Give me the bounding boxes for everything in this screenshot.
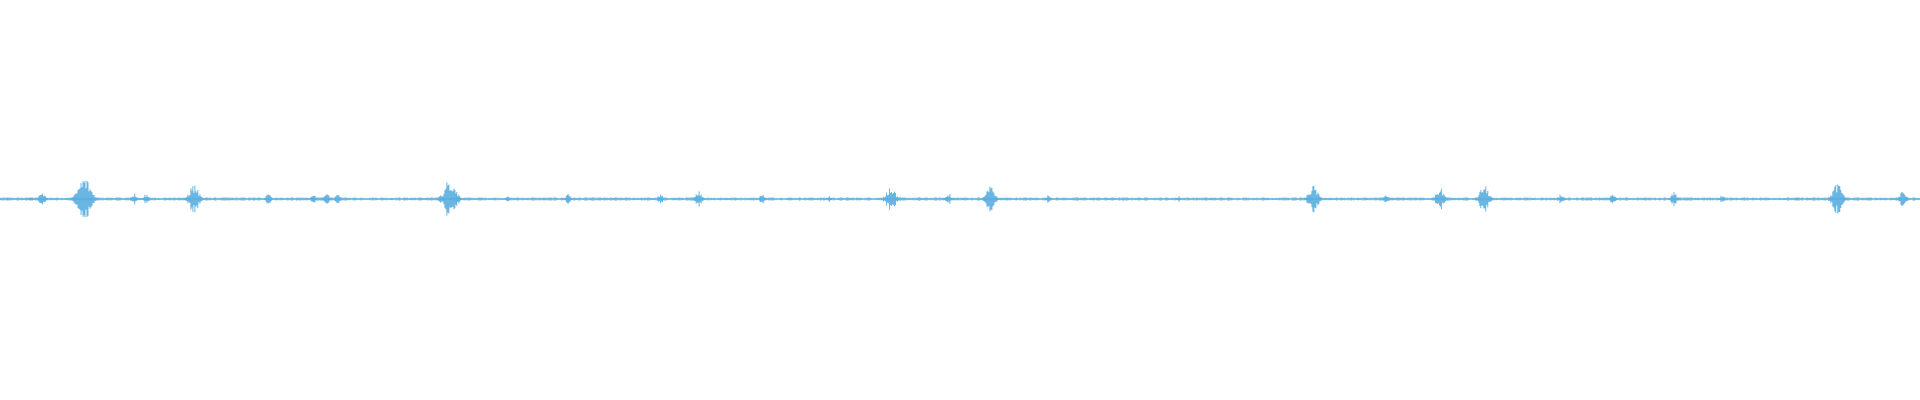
waveform-burst <box>141 194 150 204</box>
waveform-burst <box>5 197 10 201</box>
waveform-burst <box>981 186 1001 212</box>
waveform-burst <box>1668 192 1681 206</box>
waveform-burst <box>1827 184 1849 214</box>
waveform-burst <box>333 194 342 204</box>
waveform-burst <box>881 188 901 210</box>
waveform-burst <box>563 194 573 204</box>
waveform-burst <box>1474 186 1495 212</box>
waveform-burst <box>1175 196 1183 202</box>
waveform-burst <box>656 194 664 204</box>
waveform-burst <box>129 193 140 205</box>
waveform-burst <box>1556 194 1567 204</box>
waveform-burst <box>36 193 49 205</box>
waveform-burst <box>1608 194 1618 204</box>
waveform-burst <box>1431 188 1448 210</box>
waveform-burst <box>826 196 834 202</box>
waveform-burst <box>183 185 205 213</box>
waveform-burst <box>1382 195 1391 203</box>
waveform-burst <box>263 194 274 204</box>
waveform-burst <box>692 191 706 207</box>
waveform-burst <box>1896 192 1909 206</box>
waveform-burst <box>1303 185 1323 213</box>
waveform-burst <box>757 194 767 204</box>
waveform-burst <box>70 180 100 218</box>
waveform-burst <box>1795 197 1800 201</box>
waveform-burst <box>1718 196 1727 202</box>
waveform-burst <box>321 194 332 204</box>
waveform-burst <box>503 196 511 202</box>
waveform-burst <box>308 195 317 203</box>
waveform-burst <box>1044 195 1053 203</box>
waveform-burst <box>27 197 33 201</box>
waveform-burst <box>451 192 463 206</box>
waveform-burst <box>943 194 955 204</box>
